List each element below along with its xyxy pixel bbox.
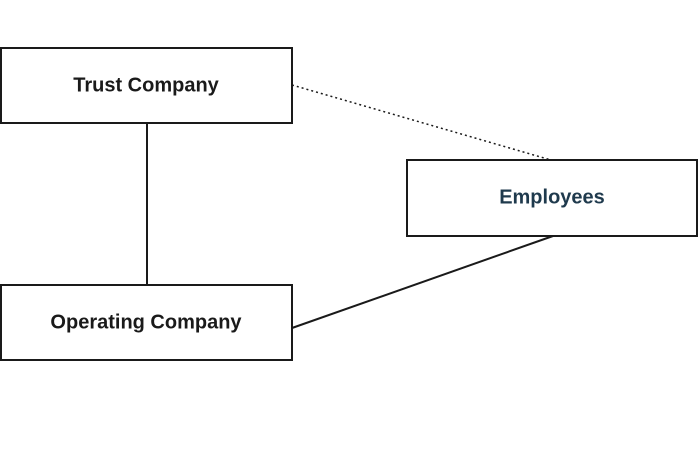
trust-company-label: Trust Company xyxy=(73,74,219,96)
trust-company-box xyxy=(0,47,293,124)
operating-company-label: Operating Company xyxy=(50,311,242,333)
operating-company-box xyxy=(0,284,293,361)
operating-company-node: Operating Company xyxy=(0,284,293,361)
edge-trust-to-employees xyxy=(291,84,552,161)
employees-node: Employees xyxy=(406,159,698,237)
trust-company-node: Trust Company xyxy=(0,47,293,124)
edge-operating-to-employees xyxy=(291,235,554,329)
employees-label: Employees xyxy=(499,186,605,208)
employees-box xyxy=(406,159,698,237)
